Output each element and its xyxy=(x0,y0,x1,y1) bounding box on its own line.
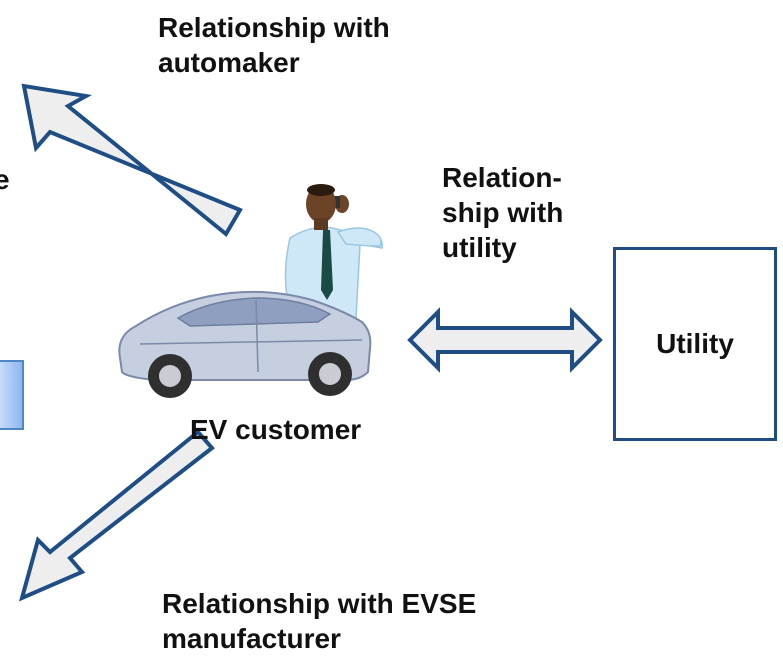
partial-left-label: e xyxy=(0,164,10,195)
person-hair xyxy=(307,184,335,196)
person-neck xyxy=(314,218,328,230)
arrow-to-automaker xyxy=(21,83,243,238)
person-tie xyxy=(321,230,333,300)
utility-box: Utility xyxy=(613,247,777,441)
car-hub-rear xyxy=(319,363,341,385)
customer-illustration xyxy=(118,184,384,398)
double-arrow-utility xyxy=(407,307,603,373)
left-partial-box xyxy=(0,360,24,430)
person-arm xyxy=(336,227,382,247)
car-windows xyxy=(176,297,332,327)
car-hub-front xyxy=(159,365,181,387)
utility-relationship-label: Relation- ship with utility xyxy=(442,162,564,263)
utility-label: Utility xyxy=(656,328,734,359)
car-door-line xyxy=(255,299,259,373)
arrow-to-evse xyxy=(18,429,215,602)
evse-relationship-label: Relationship with EVSE manufacturer xyxy=(162,588,477,654)
ev-customer-label: EV customer xyxy=(190,414,362,445)
automaker-relationship-label: Relationship with automaker xyxy=(158,12,390,78)
car-side-line xyxy=(139,339,363,345)
